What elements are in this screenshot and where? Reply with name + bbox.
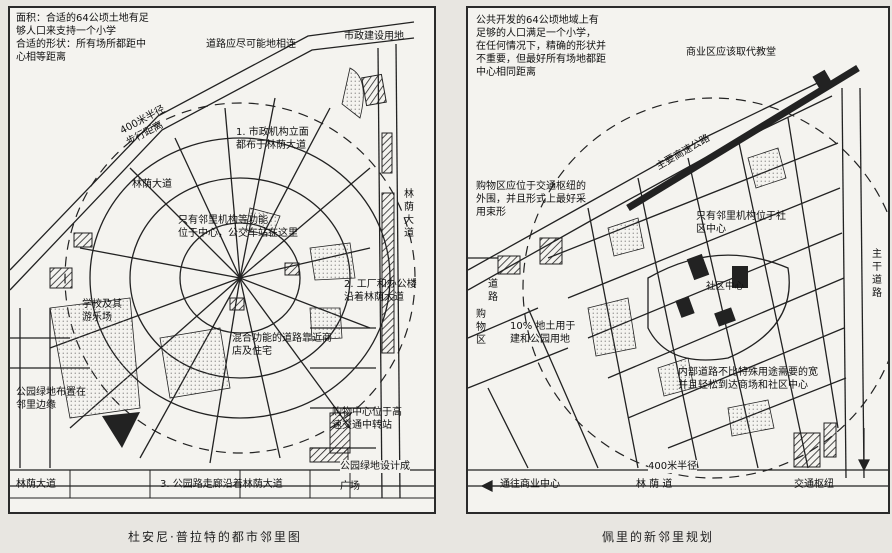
- left-civic-center-label: 1. 市政机构立面 都布于林荫大道: [236, 127, 309, 151]
- left-arcade-label: 3. 公园路走廊沿着林荫大道: [160, 479, 283, 490]
- left-park-edge-label: 公园绿地设计成: [340, 460, 410, 473]
- left-shopping-center-label: 购物中心位于高 速交通中转站: [332, 407, 402, 431]
- left-city-site-label: 市政建设用地: [344, 31, 404, 42]
- right-map-drawing: [468, 65, 888, 492]
- right-hatched-blocks: [497, 237, 837, 468]
- right-community-label: 社区中心: [706, 281, 745, 292]
- duany-plater-neighborhood-diagram: 面积：合适的64公顷土地有足 够人口来支持一个小学 合适的形状：所有场所都距中 …: [8, 6, 436, 514]
- right-internal-roads-label: 内部道路不比特殊用途需要的宽 并且轻松到达商场和社区中心: [678, 367, 818, 391]
- right-caption: 佩里的新邻里规划: [602, 530, 715, 544]
- main-highway: [626, 65, 860, 211]
- civic-buildings: [675, 69, 834, 327]
- left-school-label: 学校及其 游乐场: [82, 299, 122, 323]
- left-lane-label: 林荫大道: [404, 189, 414, 239]
- right-shopping-bottom-label: 购物区: [476, 309, 486, 346]
- right-dotted-parks: [587, 147, 787, 437]
- left-neighborhood-center-label: 只有邻里机构等功能 位于中心，公交车站在这里: [178, 215, 298, 239]
- left-industry-label: 2. 工厂和办公楼 沿着林荫大道: [344, 279, 417, 303]
- perry-neighborhood-unit-diagram: 公共开发的64公顷地域上有 足够的人口满足一个小学， 在任何情况下，精确的形状并…: [466, 6, 890, 514]
- right-boulevard-label: 林 荫 道: [636, 479, 673, 490]
- right-civic-label: 只有邻里机构位于社 区中心: [696, 211, 786, 235]
- hatched-blocks: [49, 73, 395, 463]
- right-park-note: 10% 地土用于 建和公园用地: [510, 321, 576, 345]
- left-area-note: 面积：合适的64公顷土地有足 够人口来支持一个小学 合适的形状：所有场所都距中 …: [16, 13, 149, 63]
- left-plaza-label: 广场: [340, 481, 360, 492]
- right-to-commercial-label: 通往商业中心: [500, 479, 560, 490]
- left-caption: 杜安尼·普拉特的都市邻里图: [128, 530, 302, 544]
- left-park-note: 公园绿地布置在 邻里边缘: [16, 387, 86, 411]
- left-mixed-use-label: 混合功能的道路靠近商 店及住宅: [232, 333, 332, 357]
- right-shopping-label: 购物区应位于交通枢纽的 外围，并且形式上最好采 用束形: [476, 181, 586, 218]
- right-transit-label: 交通枢纽: [794, 479, 834, 490]
- left-roads-note: 道路应尽可能地相连: [206, 39, 296, 50]
- major-roads-outline: [10, 23, 410, 283]
- dotted-park-areas: [49, 67, 364, 419]
- left-boulevard-label: 林荫大道: [132, 179, 172, 190]
- right-road-right-label: 主干道路: [872, 249, 882, 299]
- right-radius-label: 400米半径: [648, 460, 698, 473]
- right-road-left-label: 道路: [488, 279, 498, 303]
- left-boulevard-bottom-label: 林荫大道: [16, 479, 56, 490]
- right-area-note: 公共开发的64公顷地域上有 足够的人口满足一个小学， 在任何情况下，精确的形状并…: [476, 15, 606, 78]
- school-block: [102, 412, 140, 448]
- left-map-drawing: [10, 21, 434, 499]
- right-walk-radius-circle: [522, 97, 888, 479]
- right-commercial-label: 商业区应该取代教堂: [686, 47, 776, 58]
